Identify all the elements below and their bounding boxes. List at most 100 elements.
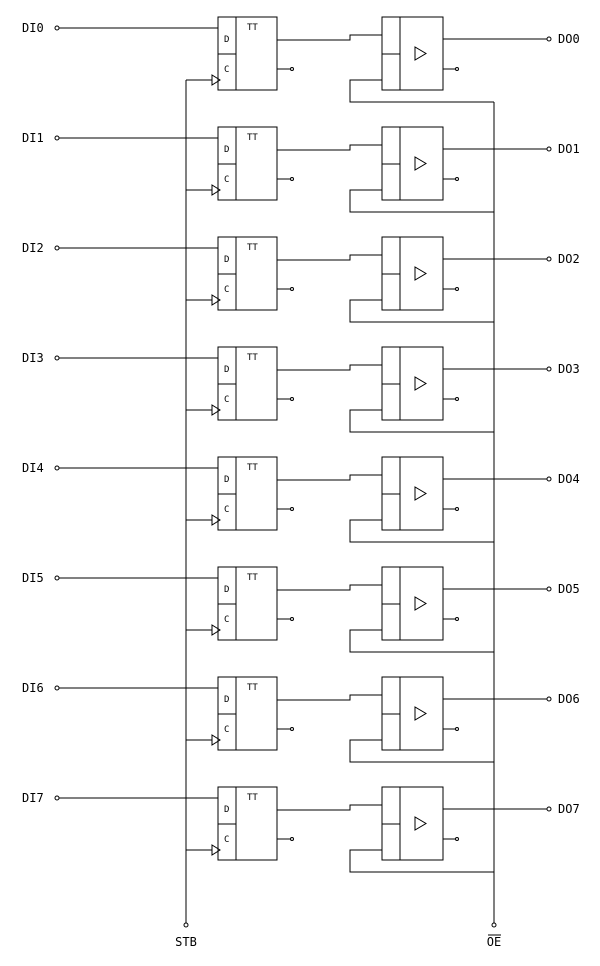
buffer-triangle-icon (414, 706, 427, 721)
latch-q-wire (277, 804, 382, 811)
clock-edge-icon (211, 184, 221, 196)
input-terminal[interactable] (54, 685, 60, 691)
output-terminal[interactable] (546, 366, 552, 372)
latch-d-pin-label: D (224, 365, 229, 375)
buffer-aux-pin (455, 287, 459, 291)
output-label: DO4 (558, 472, 580, 486)
buffer-aux-pin (455, 397, 459, 401)
buffer-triangle-icon (414, 156, 427, 171)
strobe-label: STB (175, 935, 197, 949)
output-terminal[interactable] (546, 146, 552, 152)
latch-c-pin-label: C (224, 175, 229, 185)
latch-c-pin-label: C (224, 65, 229, 75)
latch-qbar-pin (290, 837, 294, 841)
clock-edge-icon (211, 734, 221, 746)
latch-qbar-pin (290, 67, 294, 71)
latch-q-wire (277, 584, 382, 591)
input-label: DI7 (22, 791, 44, 805)
latch-c-pin-label: C (224, 395, 229, 405)
output-terminal[interactable] (546, 586, 552, 592)
latch-q-wire (277, 364, 382, 371)
latch-type-label: TT (247, 353, 258, 363)
buffer-triangle-icon (414, 816, 427, 831)
input-label: DI1 (22, 131, 44, 145)
latch-q-wire (277, 144, 382, 151)
input-terminal[interactable] (54, 795, 60, 801)
output-enable-wire (349, 519, 494, 543)
output-terminal[interactable] (546, 256, 552, 262)
buffer-aux-pin (455, 727, 459, 731)
latch-c-pin-label: C (224, 505, 229, 515)
buffer-triangle-icon (414, 376, 427, 391)
input-terminal[interactable] (54, 575, 60, 581)
latch-qbar-pin (290, 177, 294, 181)
buffer-aux-pin (455, 837, 459, 841)
output-terminal[interactable] (546, 696, 552, 702)
clock-edge-icon (211, 514, 221, 526)
buffer-triangle-icon (414, 486, 427, 501)
latch-type-label: TT (247, 23, 258, 33)
output-enable-terminal[interactable] (491, 922, 497, 928)
buffer-triangle-icon (414, 266, 427, 281)
clock-edge-icon (211, 624, 221, 636)
latch-q-wire (277, 694, 382, 701)
channel-group: DI0DCTTDO0DI1DCTTDO1DI2DCTTDO2DI3DCTTDO3… (22, 16, 580, 873)
latch-d-pin-label: D (224, 35, 229, 45)
latch-c-pin-label: C (224, 835, 229, 845)
latch-type-label: TT (247, 243, 258, 253)
latch-type-label: TT (247, 793, 258, 803)
output-enable-label: OE (487, 935, 501, 949)
input-label: DI5 (22, 571, 44, 585)
output-enable-wire (349, 79, 494, 103)
latch-q-wire (277, 254, 382, 261)
output-terminal[interactable] (546, 476, 552, 482)
latch-qbar-pin (290, 727, 294, 731)
latch-d-pin-label: D (224, 585, 229, 595)
latch-type-label: TT (247, 133, 258, 143)
input-terminal[interactable] (54, 135, 60, 141)
output-label: DO7 (558, 802, 580, 816)
input-terminal[interactable] (54, 245, 60, 251)
input-terminal[interactable] (54, 355, 60, 361)
latch-d-pin-label: D (224, 805, 229, 815)
latch-d-pin-label: D (224, 695, 229, 705)
output-enable-wire (349, 189, 494, 213)
output-label: DO0 (558, 32, 580, 46)
latch-type-label: TT (247, 683, 258, 693)
clock-edge-icon (211, 844, 221, 856)
input-terminal[interactable] (54, 25, 60, 31)
output-terminal[interactable] (546, 36, 552, 42)
latch-d-pin-label: D (224, 145, 229, 155)
output-terminal[interactable] (546, 806, 552, 812)
output-enable-wire (349, 849, 494, 873)
clock-edge-icon (211, 74, 221, 86)
latch-c-pin-label: C (224, 725, 229, 735)
latch-qbar-pin (290, 287, 294, 291)
latch-qbar-pin (290, 507, 294, 511)
latch-qbar-pin (290, 397, 294, 401)
buffer-aux-pin (455, 67, 459, 71)
latch-qbar-pin (290, 617, 294, 621)
buffer-triangle-icon (414, 46, 427, 61)
strobe-terminal[interactable] (183, 922, 189, 928)
clock-edge-icon (211, 404, 221, 416)
output-enable-wire (349, 739, 494, 763)
input-label: DI2 (22, 241, 44, 255)
input-label: DI0 (22, 21, 44, 35)
latch-c-pin-label: C (224, 285, 229, 295)
latch-type-label: TT (247, 573, 258, 583)
output-label: DO5 (558, 582, 580, 596)
buffer-triangle-icon (414, 596, 427, 611)
latch-type-label: TT (247, 463, 258, 473)
latch-c-pin-label: C (224, 615, 229, 625)
latch-d-pin-label: D (224, 475, 229, 485)
input-terminal[interactable] (54, 465, 60, 471)
output-label: DO1 (558, 142, 580, 156)
